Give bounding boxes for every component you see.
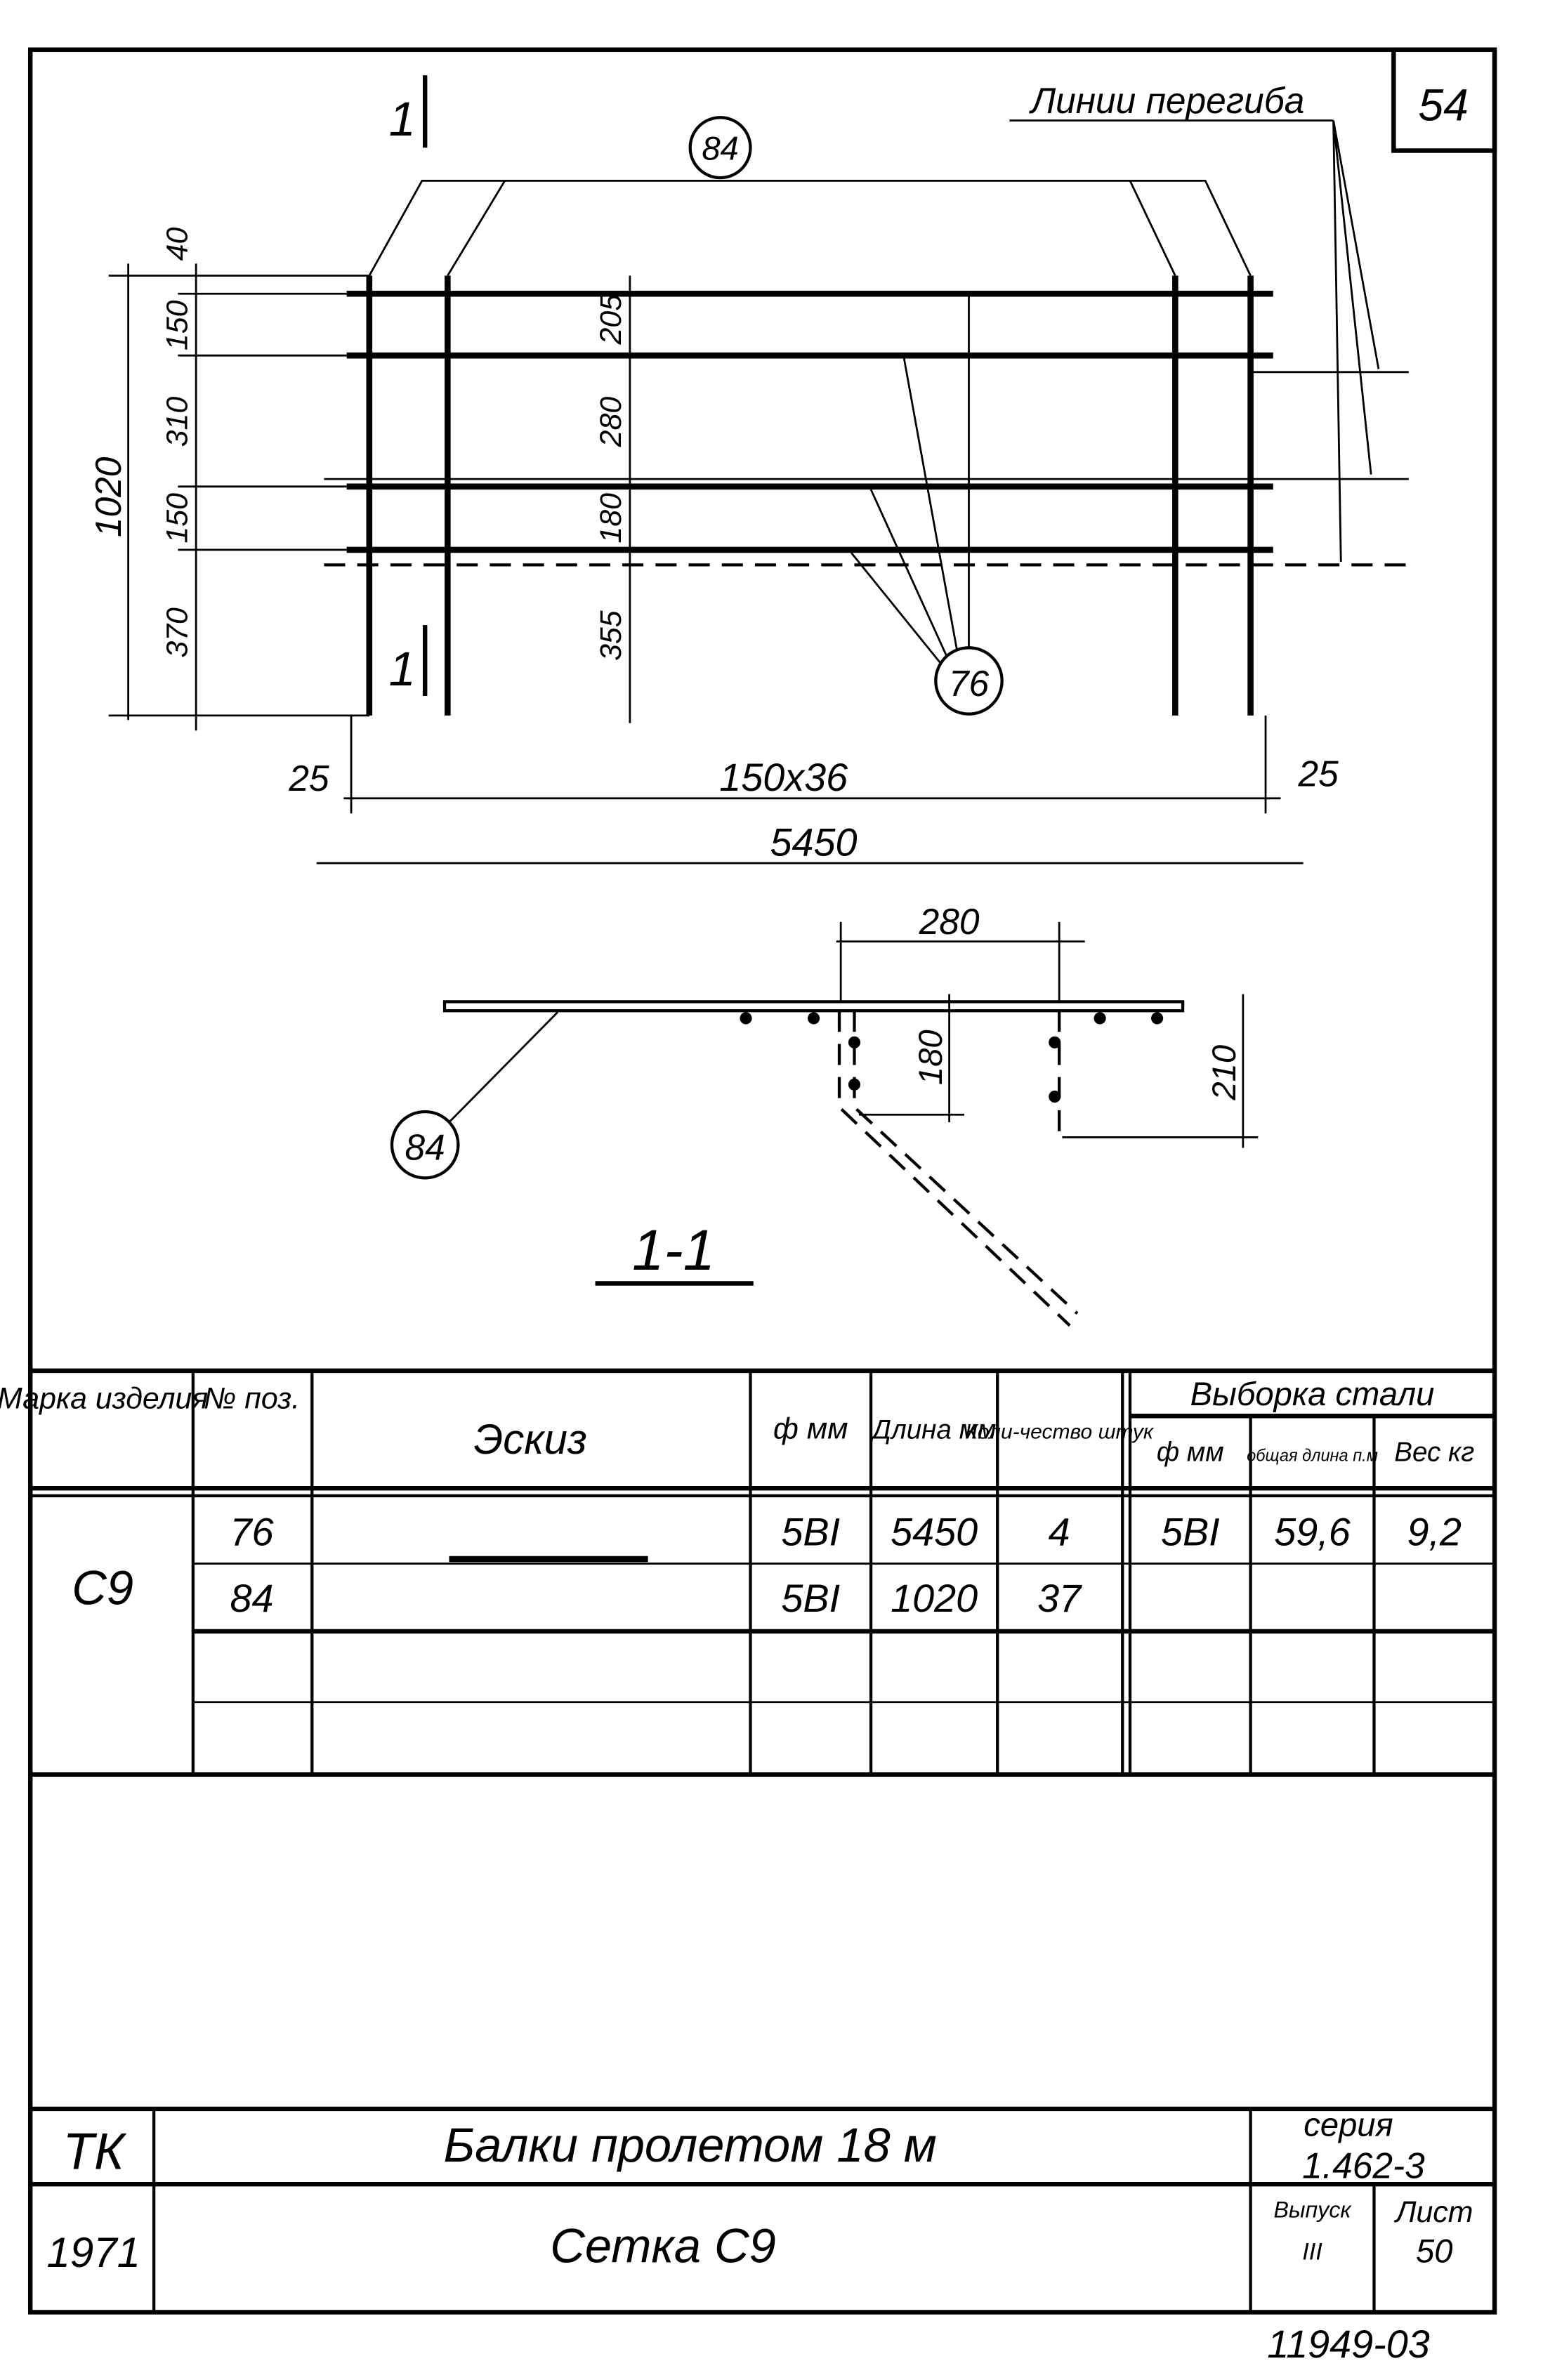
issue-number: III bbox=[1302, 2238, 1322, 2265]
section-mark-bottom: 1 bbox=[389, 625, 428, 696]
dim-spacing: 25 150x36 25 bbox=[288, 715, 1339, 814]
series-label: серия bbox=[1304, 2106, 1393, 2143]
section-1-1-view: 280 180 210 84 bbox=[390, 901, 1259, 1327]
table-header: Марка изделия № поз. Эскиз ф мм Длина мм… bbox=[0, 1375, 1474, 1467]
long-bars-76 bbox=[346, 290, 1273, 553]
header-mark: Марка изделия bbox=[0, 1382, 208, 1416]
header-pos: № поз. bbox=[204, 1382, 300, 1416]
bend-lines-label: Линии перегиба bbox=[1029, 80, 1305, 121]
svg-text:37: 37 bbox=[1037, 1577, 1082, 1620]
callout-76: 76 bbox=[851, 296, 1004, 716]
sheet-number-box: 54 bbox=[1391, 47, 1497, 153]
drawing-title: Балки пролетом 18 м bbox=[444, 2118, 937, 2172]
svg-text:59,6: 59,6 bbox=[1274, 1511, 1351, 1554]
dim-total-height: 1020 bbox=[88, 263, 369, 721]
svg-text:5BI: 5BI bbox=[781, 1511, 840, 1554]
sheet-label: Лист bbox=[1393, 2195, 1473, 2229]
section-title: 1-1 bbox=[632, 1218, 715, 1282]
sheet-frame bbox=[27, 47, 1497, 2315]
svg-text:4: 4 bbox=[1049, 1511, 1070, 1554]
svg-text:76: 76 bbox=[230, 1511, 273, 1554]
header-diameter: ф мм bbox=[773, 1412, 848, 1445]
table-row: 84 5BI 1020 37 bbox=[230, 1577, 1082, 1620]
svg-text:1020: 1020 bbox=[88, 456, 129, 537]
svg-text:5BI: 5BI bbox=[781, 1577, 840, 1620]
series-number: 1.462-3 bbox=[1302, 2145, 1425, 2186]
svg-text:150x36: 150x36 bbox=[719, 756, 848, 799]
svg-text:76: 76 bbox=[949, 663, 990, 704]
section-mark-top: 1 bbox=[389, 75, 428, 148]
header-count: Коли-чество штук bbox=[965, 1420, 1155, 1443]
svg-text:205: 205 bbox=[594, 294, 628, 346]
callout-84-top: 84 bbox=[368, 116, 1252, 277]
svg-text:355: 355 bbox=[594, 610, 628, 661]
bend-line-arrows bbox=[1332, 120, 1380, 563]
drawing-subtitle: Сетка С9 bbox=[550, 2219, 775, 2273]
svg-text:25: 25 bbox=[1297, 754, 1339, 794]
archive-number: 11949-03 bbox=[1267, 2322, 1429, 2366]
svg-text:150: 150 bbox=[160, 300, 194, 350]
svg-text:1020: 1020 bbox=[891, 1577, 978, 1620]
svg-text:180: 180 bbox=[912, 1030, 949, 1085]
svg-text:84: 84 bbox=[230, 1577, 273, 1620]
cross-bars-84 bbox=[366, 275, 1254, 716]
svg-text:5BI: 5BI bbox=[1161, 1511, 1220, 1554]
svg-text:180: 180 bbox=[594, 493, 628, 544]
sheet-value: 50 bbox=[1416, 2233, 1452, 2270]
issue-label: Выпуск bbox=[1273, 2197, 1352, 2222]
org-code: ТК bbox=[63, 2124, 128, 2181]
sheet-number: 54 bbox=[1418, 80, 1469, 131]
svg-text:84: 84 bbox=[702, 129, 738, 166]
svg-text:1: 1 bbox=[389, 92, 416, 146]
svg-text:280: 280 bbox=[919, 901, 980, 942]
svg-text:5450: 5450 bbox=[891, 1511, 978, 1554]
svg-text:280: 280 bbox=[594, 397, 628, 448]
header-sketch: Эскиз bbox=[474, 1416, 587, 1463]
header-length: Длина мм bbox=[869, 1414, 997, 1445]
specification-table: Марка изделия № поз. Эскиз ф мм Длина мм… bbox=[0, 1368, 1495, 1777]
dim-inner-chain: 205 280 180 355 bbox=[594, 275, 631, 723]
svg-text:210: 210 bbox=[1205, 1045, 1242, 1101]
svg-text:5450: 5450 bbox=[770, 820, 858, 864]
header-steel-weight: Вес кг bbox=[1394, 1438, 1474, 1468]
header-steel-diameter: ф мм bbox=[1157, 1438, 1224, 1468]
svg-text:310: 310 bbox=[160, 397, 194, 447]
header-steel: Выборка стали bbox=[1190, 1375, 1435, 1412]
svg-text:40: 40 bbox=[160, 227, 194, 261]
header-steel-total-length: общая длина п.м bbox=[1247, 1447, 1378, 1465]
svg-text:370: 370 bbox=[160, 607, 194, 658]
bend-lines bbox=[324, 371, 1409, 567]
dim-left-chain: 40 150 310 150 370 bbox=[160, 227, 347, 731]
product-mark: С9 bbox=[72, 1560, 133, 1615]
title-block: ТК 1971 Балки пролетом 18 м Сетка С9 сер… bbox=[30, 2106, 1495, 2313]
svg-text:1: 1 bbox=[389, 642, 416, 696]
svg-text:25: 25 bbox=[288, 758, 329, 798]
table-row: 76 5BI 5450 4 5BI 59,6 9,2 bbox=[230, 1511, 1462, 1554]
year: 1971 bbox=[46, 2229, 140, 2276]
svg-text:150: 150 bbox=[160, 493, 194, 544]
dim-total-length: 5450 bbox=[316, 820, 1304, 864]
svg-text:84: 84 bbox=[405, 1127, 445, 1168]
svg-text:9,2: 9,2 bbox=[1407, 1511, 1462, 1554]
